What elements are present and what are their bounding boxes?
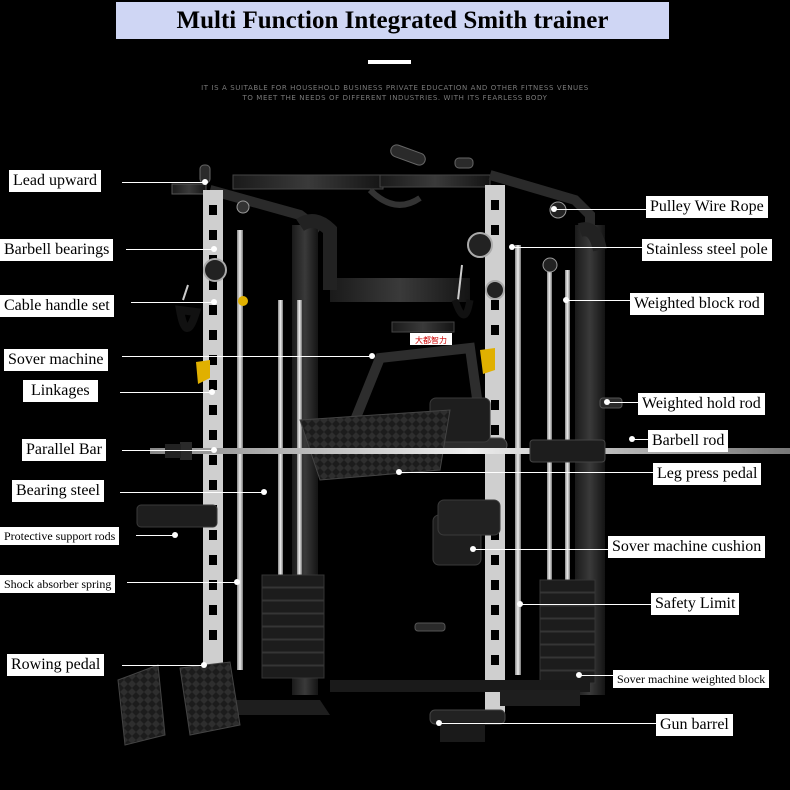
label-pulley-wire-rope: Pulley Wire Rope: [646, 196, 768, 218]
marker-gun-barrel: [436, 720, 442, 726]
subtitle-line-1: IT IS A SUITABLE FOR HOUSEHOLD BUSINESS …: [201, 84, 589, 92]
title-banner: Multi Function Integrated Smith trainer: [116, 2, 669, 39]
leader-barbell-bearings: [126, 249, 213, 250]
marker-weighted-hold-rod: [604, 399, 610, 405]
page-title: Multi Function Integrated Smith trainer: [176, 6, 609, 34]
leader-sover-machine: [122, 356, 372, 357]
leader-cable-handle-set: [131, 302, 213, 303]
marker-cable-handle-set: [211, 299, 217, 305]
label-cable-handle-set: Cable handle set: [0, 295, 114, 317]
label-weighted-hold-rod: Weighted hold rod: [638, 393, 765, 415]
leader-shock-absorber-spring: [127, 582, 237, 583]
label-stainless-steel-pole: Stainless steel pole: [642, 239, 772, 261]
label-weighted-block-rod: Weighted block rod: [630, 293, 764, 315]
marker-linkages: [209, 389, 215, 395]
marker-weighted-block-rod: [563, 297, 569, 303]
leader-sover-machine-cushion: [474, 549, 608, 550]
leader-pulley-wire-rope: [555, 209, 646, 210]
leader-stainless-steel-pole: [513, 247, 642, 248]
leader-lead-upward: [122, 182, 204, 183]
leader-weighted-hold-rod: [608, 402, 638, 403]
leader-parallel-bar: [122, 450, 213, 451]
marker-barbell-bearings: [211, 246, 217, 252]
subtitle-line-2: TO MEET THE NEEDS OF DIFFERENT INDUSTRIE…: [242, 94, 548, 102]
label-safety-limit: Safety Limit: [651, 593, 740, 615]
marker-rowing-pedal: [201, 662, 207, 668]
marker-sover-machine-cushion: [470, 546, 476, 552]
marker-barbell-rod: [629, 436, 635, 442]
leader-linkages: [120, 392, 212, 393]
label-rowing-pedal: Rowing pedal: [7, 654, 105, 676]
marker-shock-absorber-spring: [234, 579, 240, 585]
marker-safety-limit: [517, 601, 523, 607]
leader-protective-support-rods: [136, 535, 175, 536]
label-sover-machine: Sover machine: [4, 349, 108, 371]
title-divider: [368, 60, 411, 64]
leader-rowing-pedal: [122, 665, 204, 666]
brand-plate: 大都智力: [415, 335, 447, 345]
marker-parallel-bar: [211, 447, 217, 453]
label-leg-press-pedal: Leg press pedal: [653, 463, 762, 485]
leader-bearing-steel: [120, 492, 265, 493]
marker-protective-support-rods: [172, 532, 178, 538]
leader-gun-barrel: [440, 723, 656, 724]
label-gun-barrel: Gun barrel: [656, 714, 733, 736]
label-sover-machine-cushion: Sover machine cushion: [608, 536, 766, 558]
label-parallel-bar: Parallel Bar: [22, 439, 106, 461]
marker-lead-upward: [202, 179, 208, 185]
leader-safety-limit: [521, 604, 651, 605]
marker-leg-press-pedal: [396, 469, 402, 475]
marker-sover-machine-weighted-block: [576, 672, 582, 678]
label-bearing-steel: Bearing steel: [12, 480, 104, 502]
marker-pulley-wire-rope: [551, 206, 557, 212]
label-linkages: Linkages: [23, 380, 98, 402]
leader-barbell-rod: [633, 439, 648, 440]
label-barbell-bearings: Barbell bearings: [0, 239, 114, 261]
marker-bearing-steel: [261, 489, 267, 495]
label-barbell-rod: Barbell rod: [648, 430, 729, 452]
label-lead-upward: Lead upward: [9, 170, 101, 192]
marker-stainless-steel-pole: [509, 244, 515, 250]
marker-sover-machine: [369, 353, 375, 359]
leader-weighted-block-rod: [567, 300, 630, 301]
label-shock-absorber-spring: Shock absorber spring: [0, 575, 116, 593]
leader-leg-press-pedal: [400, 472, 653, 473]
leader-sover-machine-weighted-block: [580, 675, 613, 676]
label-sover-machine-weighted-block: Sover machine weighted block: [613, 670, 770, 688]
label-protective-support-rods: Protective support rods: [0, 527, 120, 545]
